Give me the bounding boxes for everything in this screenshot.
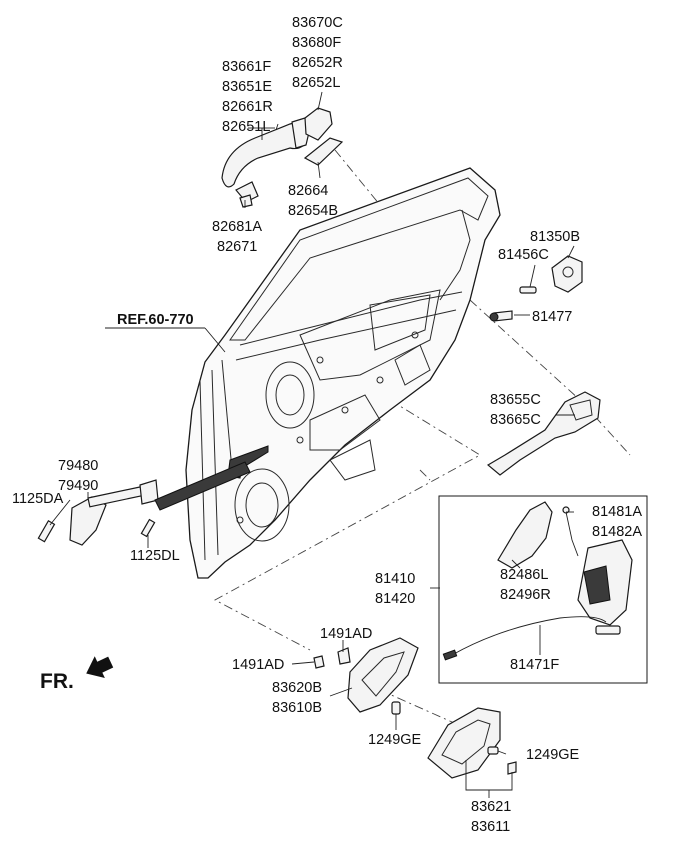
label-82661R: 82661R (222, 99, 273, 115)
label-83670C: 83670C (292, 15, 343, 31)
label-82654B: 82654B (288, 203, 338, 219)
inside-bezel (427, 707, 501, 779)
part-labels: 83670C 83680F 82652R 82652L 83661F 83651… (12, 15, 642, 835)
label-1249GE-left: 1249GE (368, 732, 422, 748)
label-81350B: 81350B (530, 229, 580, 245)
label-83611: 83611 (471, 819, 510, 835)
label-front: FR. (40, 670, 74, 693)
label-83680F: 83680F (292, 35, 341, 51)
handle-gasket (303, 137, 344, 166)
label-81477: 81477 (532, 309, 572, 325)
label-83620B: 83620B (272, 680, 322, 696)
label-83621: 83621 (471, 799, 511, 815)
label-82681A: 82681A (212, 219, 262, 235)
bolt-1125DL (140, 518, 156, 538)
bolt-1125DA (37, 520, 56, 543)
outside-handle-cover (304, 107, 333, 141)
label-81410: 81410 (375, 571, 415, 587)
front-arrow (86, 656, 114, 679)
label-1249GE-right: 1249GE (526, 747, 580, 763)
label-83665C: 83665C (490, 412, 541, 428)
label-ref: REF.60-770 (117, 312, 194, 328)
leader-lines (49, 91, 575, 798)
label-81456C: 81456C (498, 247, 549, 263)
label-83610B: 83610B (272, 700, 322, 716)
label-1125DA: 1125DA (12, 491, 64, 507)
screw-left (391, 701, 401, 715)
clip-left (313, 655, 325, 669)
door-checker (69, 461, 251, 546)
label-81420: 81420 (375, 591, 415, 607)
label-1491AD-top: 1491AD (320, 626, 372, 642)
label-79480: 79480 (58, 458, 98, 474)
striker-bolt (519, 286, 537, 294)
screw-81477 (489, 310, 513, 322)
label-82664: 82664 (288, 183, 328, 199)
label-82671: 82671 (217, 239, 257, 255)
label-81481A: 81481A (592, 504, 642, 520)
label-82652R: 82652R (292, 55, 343, 71)
clip-top (337, 647, 351, 665)
label-81482A: 81482A (592, 524, 642, 540)
label-82652L: 82652L (292, 75, 340, 91)
label-1491AD-left: 1491AD (232, 657, 284, 673)
handle-clip (235, 181, 259, 208)
label-1125DL: 1125DL (130, 548, 180, 564)
inside-handle (347, 637, 419, 713)
label-83655C: 83655C (490, 392, 541, 408)
label-82486L: 82486L (500, 567, 548, 583)
label-82651L: 82651L (222, 119, 270, 135)
label-82496R: 82496R (500, 587, 551, 603)
bezel-cap (507, 761, 517, 775)
door-inner-panel (185, 167, 501, 579)
screw-right (487, 746, 499, 755)
label-81471F: 81471F (510, 657, 559, 673)
striker-plate (551, 255, 583, 293)
latch-assembly-box (438, 495, 648, 684)
label-79490: 79490 (58, 478, 98, 494)
label-83661F: 83661F (222, 59, 271, 75)
label-83651E: 83651E (222, 79, 272, 95)
